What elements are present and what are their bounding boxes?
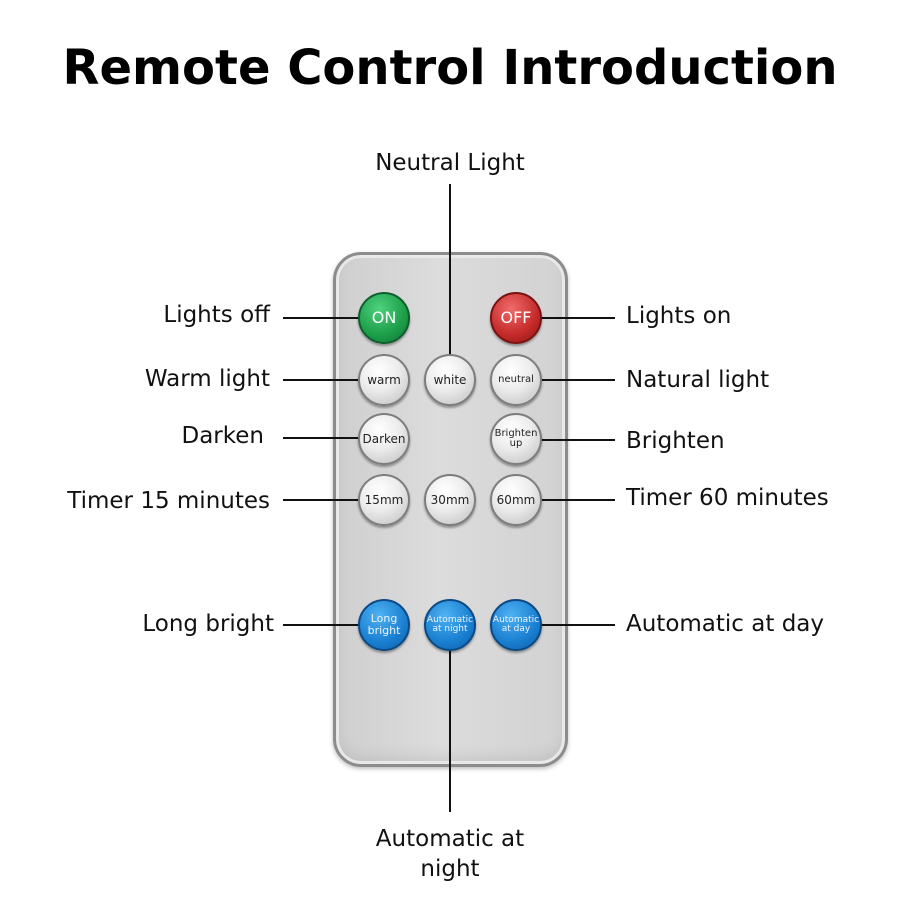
label-automatic-at-day: Automatic at day bbox=[626, 611, 824, 637]
connector-warm-light bbox=[283, 379, 360, 381]
connector-timer-15 bbox=[283, 499, 360, 501]
label-brighten: Brighten bbox=[626, 428, 725, 454]
on-button[interactable]: ON bbox=[358, 292, 410, 344]
connector-lights-off bbox=[283, 317, 360, 319]
connector-timer-60 bbox=[540, 499, 615, 501]
page-title: Remote Control Introduction bbox=[62, 40, 838, 96]
label-timer-15: Timer 15 minutes bbox=[67, 488, 270, 514]
white-button[interactable]: white bbox=[424, 354, 476, 406]
connector-automatic-at-night bbox=[449, 648, 451, 812]
timer-60-button[interactable]: 60mm bbox=[490, 474, 542, 526]
label-long-bright: Long bright bbox=[142, 611, 274, 637]
label-timer-60: Timer 60 minutes bbox=[626, 485, 829, 511]
neutral-button[interactable]: neutral bbox=[490, 354, 542, 406]
connector-automatic-at-day bbox=[540, 624, 615, 626]
connector-darken bbox=[283, 437, 360, 439]
long-bright-button[interactable]: Long bright bbox=[358, 599, 410, 651]
connector-natural-light bbox=[540, 379, 615, 381]
connector-lights-on bbox=[540, 317, 615, 319]
timer-15-button[interactable]: 15mm bbox=[358, 474, 410, 526]
label-natural-light: Natural light bbox=[626, 367, 770, 393]
connector-brighten bbox=[540, 439, 615, 441]
label-warm-light: Warm light bbox=[144, 366, 270, 392]
connector-neutral-light bbox=[449, 184, 451, 354]
connector-long-bright bbox=[283, 624, 360, 626]
label-darken: Darken bbox=[181, 423, 265, 449]
off-button[interactable]: OFF bbox=[490, 292, 542, 344]
timer-30-button[interactable]: 30mm bbox=[424, 474, 476, 526]
label-lights-on: Lights on bbox=[626, 303, 732, 329]
label-neutral-light: Neutral Light bbox=[375, 150, 525, 176]
label-lights-off: Lights off bbox=[163, 302, 270, 328]
label-automatic-at-night: Automatic at night bbox=[375, 826, 525, 882]
automatic-at-night-button[interactable]: Automatic at night bbox=[424, 599, 476, 651]
darken-button[interactable]: Darken bbox=[358, 413, 410, 465]
automatic-at-day-button[interactable]: Automatic at day bbox=[490, 599, 542, 651]
warm-button[interactable]: warm bbox=[358, 354, 410, 406]
brighten-up-button[interactable]: Brighten up bbox=[490, 413, 542, 465]
